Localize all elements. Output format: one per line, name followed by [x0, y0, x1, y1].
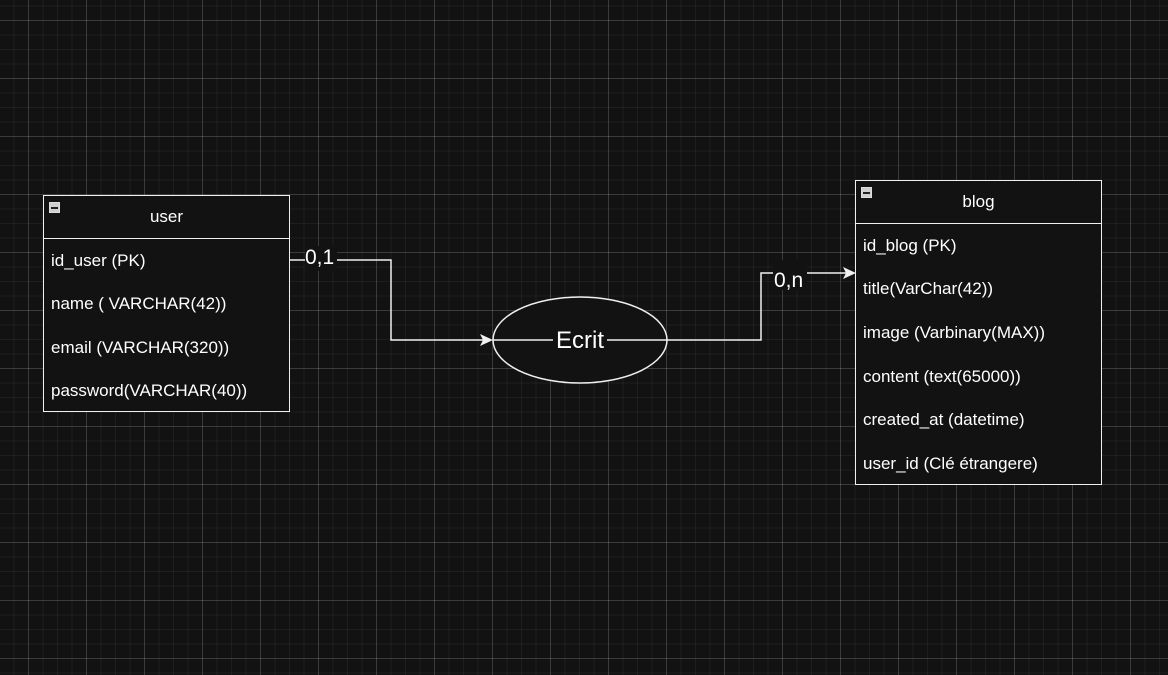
arrowhead-icon — [843, 267, 856, 279]
field-row[interactable]: name ( VARCHAR(42)) — [51, 294, 227, 314]
field-row[interactable]: user_id (Clé étrangere) — [863, 453, 1038, 473]
collapse-minus-icon[interactable] — [49, 202, 60, 213]
field-row[interactable]: created_at (datetime) — [863, 410, 1025, 430]
field-row[interactable]: email (VARCHAR(320)) — [51, 337, 230, 357]
field-row[interactable]: password(VARCHAR(40)) — [51, 381, 248, 401]
user-ecrit-connector[interactable] — [290, 259, 483, 341]
ecrit-blog-connector[interactable] — [667, 272, 846, 341]
blog-entity[interactable]: blog id_blog (PK) title(VarChar(42)) ima… — [855, 180, 1102, 485]
user-entity[interactable]: user id_user (PK) name ( VARCHAR(42)) em… — [43, 195, 290, 412]
field-row[interactable]: id_blog (PK) — [863, 235, 957, 255]
field-row[interactable]: image (Varbinary(MAX)) — [863, 322, 1046, 342]
blog-cardinality-label: 0,n — [774, 269, 803, 292]
blog-entity-header[interactable]: blog — [856, 181, 1101, 224]
field-row[interactable]: title(VarChar(42)) — [863, 279, 994, 299]
field-row[interactable]: id_user (PK) — [51, 250, 146, 270]
user-entity-header[interactable]: user — [44, 196, 289, 239]
entity-title: blog — [962, 192, 995, 211]
arrowhead-icon — [480, 334, 493, 346]
collapse-minus-icon[interactable] — [861, 187, 872, 198]
field-row[interactable]: content (text(65000)) — [863, 366, 1021, 386]
relationship-label: Ecrit — [556, 327, 604, 354]
entity-title: user — [149, 207, 184, 226]
user-cardinality-label: 0,1 — [305, 246, 334, 269]
